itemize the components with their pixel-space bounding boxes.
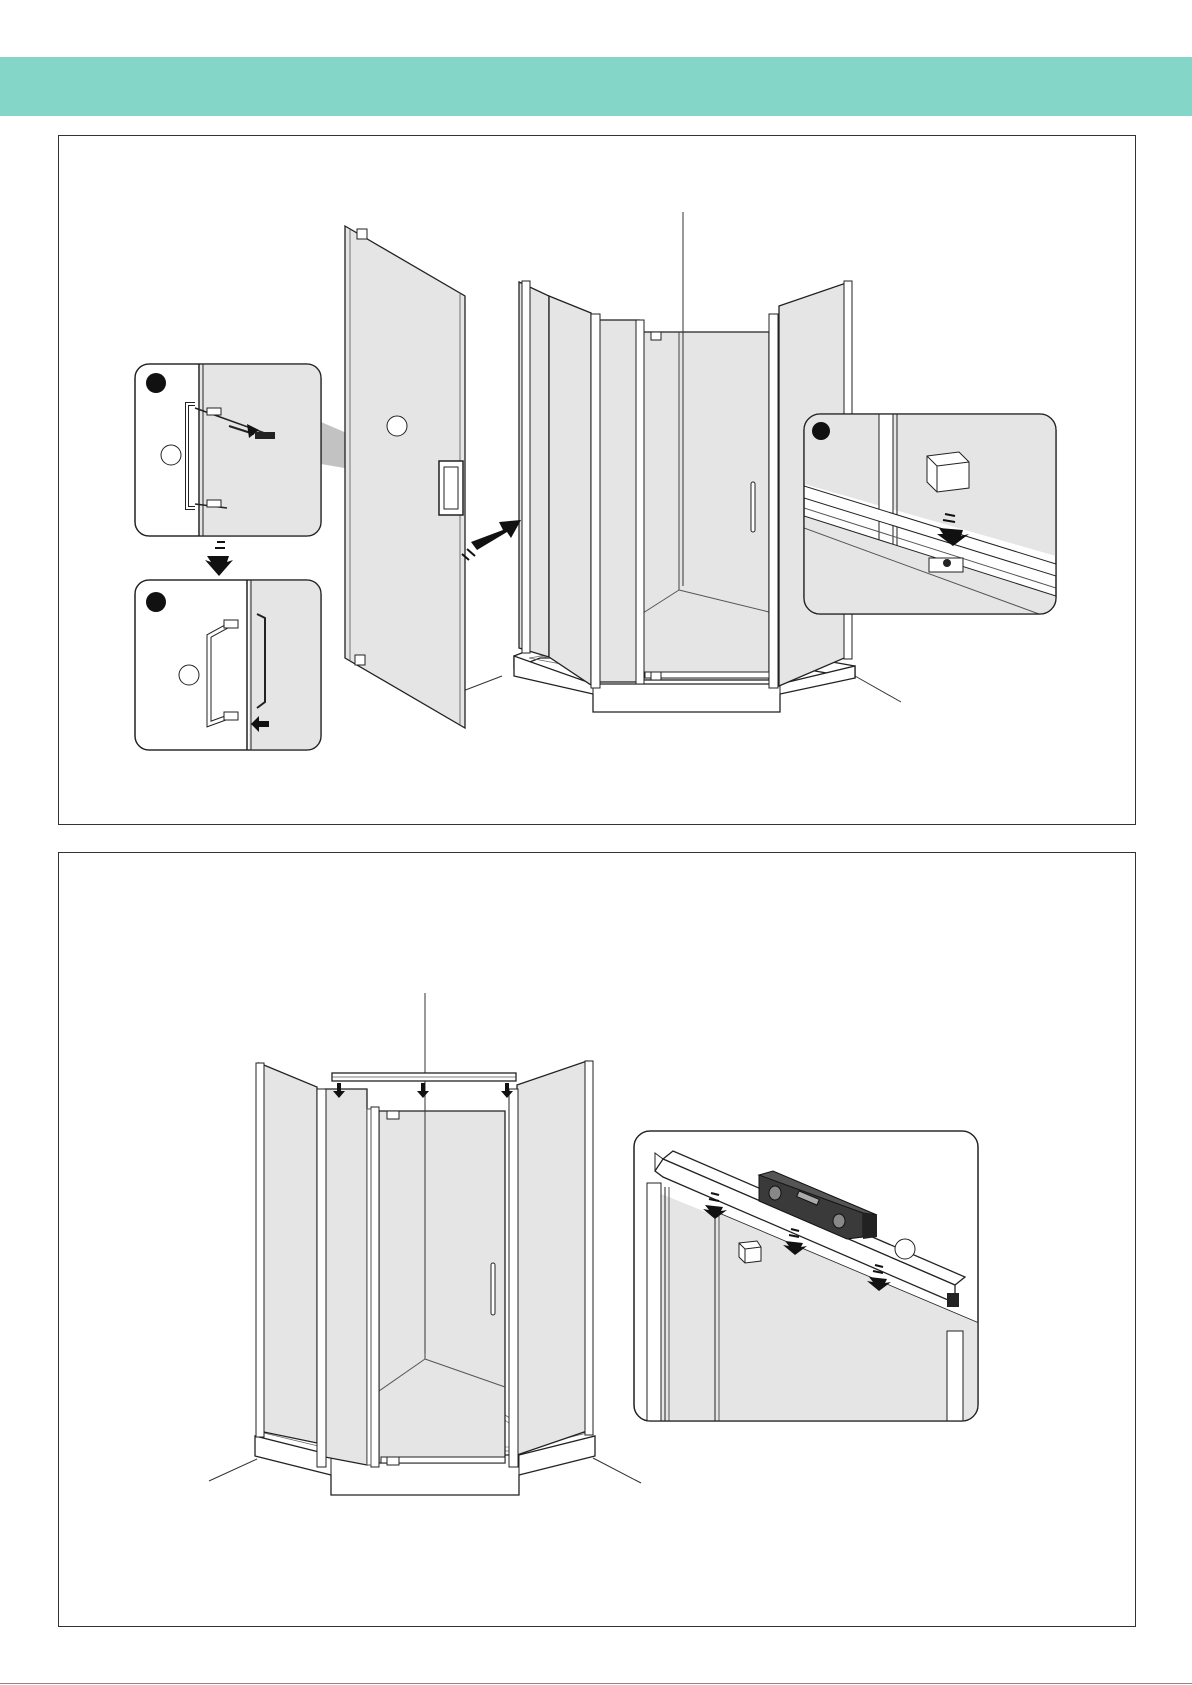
shower-enclosure-icon <box>256 993 593 1467</box>
top-rail-icon <box>332 1073 516 1081</box>
part-marker <box>387 416 407 436</box>
step-2-illustration <box>59 853 1137 1628</box>
step-2-panel <box>58 852 1136 1627</box>
hinge-clip-icon <box>387 1457 399 1465</box>
step-1-illustration <box>59 136 1137 826</box>
shower-enclosure-icon <box>519 212 852 688</box>
hinge-clip-icon <box>651 672 661 680</box>
glass-door-panel-icon <box>345 226 465 728</box>
header-band <box>0 57 1192 116</box>
hinge-clip-icon <box>927 452 969 492</box>
part-marker <box>179 665 199 685</box>
handle-mounted-detail <box>135 580 325 750</box>
step-marker-3 <box>812 422 830 440</box>
bottom-hinge-detail <box>804 414 1056 614</box>
step-marker-2 <box>146 592 166 612</box>
part-marker <box>161 445 181 465</box>
hinge-clip-icon <box>651 332 661 340</box>
door-handle-icon <box>751 482 755 532</box>
hinge-clip-icon <box>357 229 367 239</box>
hinge-clip-icon <box>739 1241 761 1263</box>
hinge-clip-icon <box>355 655 365 665</box>
top-rail-level-detail <box>634 1131 979 1425</box>
footer-rule <box>0 1683 1192 1684</box>
part-marker <box>895 1239 915 1259</box>
handle-bolt-detail <box>135 364 325 536</box>
door-handle-icon <box>491 1263 495 1315</box>
step-marker-1 <box>146 373 166 393</box>
direction-arrow-icon <box>462 520 521 560</box>
down-arrow-icon <box>205 542 233 576</box>
hinge-clip-icon <box>387 1111 399 1119</box>
step-1-panel <box>58 135 1136 825</box>
